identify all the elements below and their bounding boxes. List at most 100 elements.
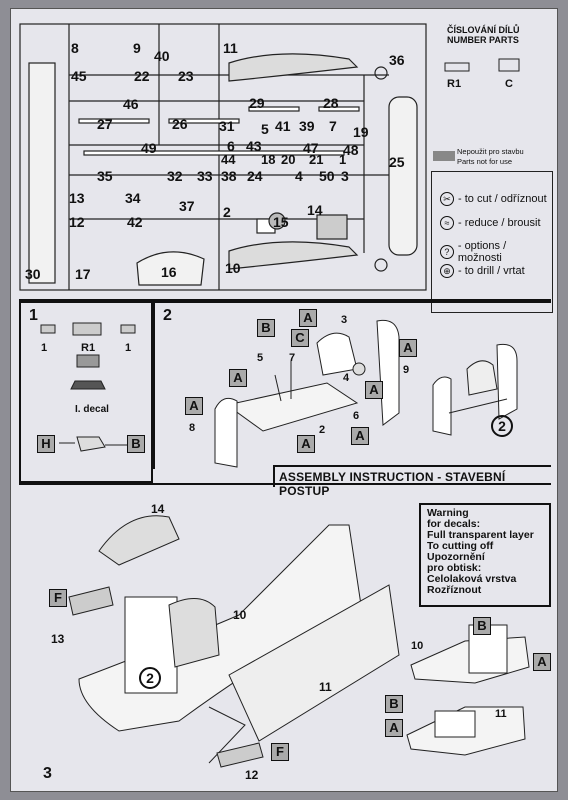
legend-text: - to cut / odříznout	[458, 193, 547, 205]
part-number: 34	[125, 190, 141, 206]
tag-a: A	[385, 719, 403, 737]
part-number: 15	[273, 214, 289, 230]
part-number: 33	[197, 168, 213, 184]
part-number: 45	[71, 68, 87, 84]
tag-f: F	[271, 743, 289, 761]
part-number: 27	[97, 116, 113, 132]
step2-part: 4	[343, 372, 350, 384]
part-number: 44	[221, 152, 236, 167]
step1-panel	[19, 301, 153, 483]
extra-parts-drawing	[444, 58, 520, 72]
tag-a: A	[399, 339, 417, 357]
part-number: 43	[246, 138, 262, 154]
step1-decal-label: I. decal	[75, 404, 109, 415]
divider	[19, 483, 551, 485]
step3-part: 11	[319, 680, 332, 694]
step3-number: 3	[43, 765, 52, 782]
part-number: 47	[303, 140, 319, 156]
part-number: 50	[319, 168, 335, 184]
step2-part: 7	[289, 352, 296, 364]
step2-result-drawing	[432, 343, 518, 436]
part-number: 29	[249, 95, 265, 111]
part-number: 38	[221, 168, 237, 184]
part-number: 12	[69, 214, 85, 230]
step1-number: 1	[29, 307, 38, 324]
part-number: 24	[247, 168, 263, 184]
part-number: 1	[339, 152, 347, 167]
number-parts-title-cs: ČÍSLOVÁNÍ DÍLŮ	[447, 25, 520, 35]
legend-row: ⊕ - to drill / vrtat	[440, 264, 525, 278]
warning-line: pro obtisk:	[427, 562, 482, 574]
part-number: 30	[25, 266, 41, 282]
warning-line: Rozříznout	[427, 584, 482, 596]
step2-part: 5	[257, 352, 264, 364]
part-number: 49	[141, 140, 157, 156]
step3-part: 12	[245, 768, 259, 782]
part-number: 39	[299, 118, 315, 134]
tag-b: B	[257, 319, 275, 337]
tag-a: A	[185, 397, 203, 415]
tag-a: A	[229, 369, 247, 387]
part-number: 32	[167, 168, 183, 184]
step3-part: 10	[233, 608, 247, 622]
not-used-cs: Nepoužit pro stavbu	[457, 147, 524, 156]
step2-result-ref: 2	[491, 415, 513, 437]
step1-part-right: 1	[125, 342, 132, 354]
part-number: 21	[309, 152, 324, 167]
part-number: 23	[178, 68, 194, 84]
tag-a: A	[297, 435, 315, 453]
step3-drawing	[68, 515, 400, 768]
part-number: 37	[179, 198, 195, 214]
step1-part-r1: R1	[81, 342, 96, 354]
not-used-en: Parts not for use	[457, 157, 513, 166]
banner-box	[273, 465, 551, 487]
detail-part: 10	[411, 640, 424, 652]
warning-line: Warning	[427, 507, 469, 519]
part-number: 36	[389, 52, 405, 68]
part-r1-label: R1	[447, 78, 462, 90]
part-number: 41	[275, 118, 291, 134]
tag-c: C	[291, 329, 309, 347]
step2-number: 2	[163, 307, 172, 324]
part-number: 4	[295, 168, 303, 184]
file-icon: ≈	[440, 216, 454, 230]
part-c-label: C	[505, 78, 513, 90]
sprue-frame	[19, 23, 427, 291]
step2-part: 6	[353, 410, 360, 422]
part-number: 25	[389, 154, 405, 170]
question-icon: ?	[440, 245, 454, 259]
part-number: 17	[75, 266, 91, 282]
step2-part: 2	[319, 424, 326, 436]
step3-part: 13	[51, 632, 65, 646]
step1-part-left: 1	[41, 342, 48, 354]
legend-row: ? - options / možnosti	[440, 240, 552, 264]
tag-a: A	[351, 427, 369, 445]
part-number: 3	[341, 168, 349, 184]
tag-a: A	[533, 653, 551, 671]
tag-a: A	[365, 381, 383, 399]
part-number: 10	[225, 260, 241, 276]
warning-line: Celolaková vrstva	[427, 573, 517, 585]
part-number: 5	[261, 121, 269, 137]
part-number: 9	[133, 40, 141, 56]
step2-part: 3	[341, 314, 348, 326]
step2-drawing	[214, 319, 400, 468]
part-number: 46	[123, 96, 139, 112]
tag-b: B	[127, 435, 145, 453]
step2-part: 8	[189, 422, 196, 434]
knife-icon: ✂	[440, 192, 454, 206]
part-number: 40	[154, 48, 170, 64]
part-number: 35	[97, 168, 113, 184]
step1-drawing	[40, 322, 136, 390]
legend-text: - reduce / brousit	[458, 217, 541, 229]
legend-text: - options / možnosti	[457, 240, 507, 264]
legend-row: ≈ - reduce / brousit	[440, 216, 541, 230]
legend-text: - to drill / vrtat	[458, 265, 525, 277]
legend-row: ✂ - to cut / odříznout	[440, 192, 547, 206]
assembly-banner: ASSEMBLY INSTRUCTION - STAVEBNÍ POSTUP	[279, 470, 506, 498]
part-number: 18	[261, 152, 276, 167]
not-used-swatch	[433, 151, 455, 161]
part-number: 16	[161, 264, 177, 280]
part-number: 7	[329, 118, 337, 134]
part-number: 13	[69, 190, 85, 206]
